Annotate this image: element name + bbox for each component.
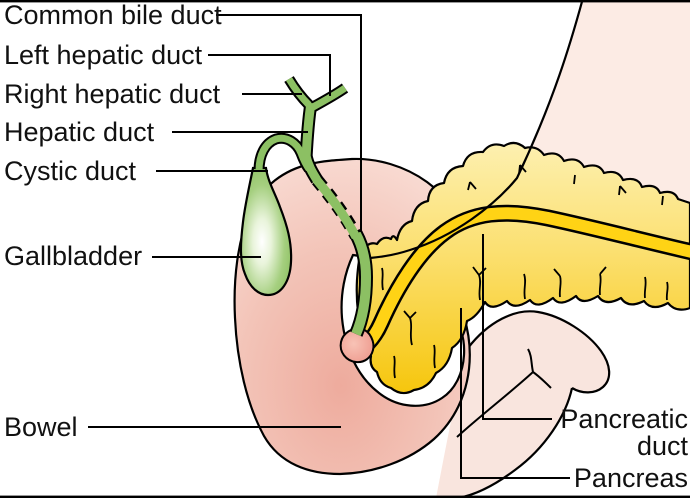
top-border <box>0 0 690 3</box>
labels: Common bile duct Left hepatic duct Right… <box>4 0 688 493</box>
jejunum-crease-line <box>456 348 552 438</box>
label-cystic-duct: Cystic duct <box>4 156 137 186</box>
label-pancreatic-duct-line1: Pancreatic <box>560 404 688 434</box>
bile-duct-green-fills <box>255 77 372 337</box>
pancreatic-duct-pointer <box>482 234 552 420</box>
pancreas-organ <box>355 141 690 395</box>
label-pancreas: Pancreas <box>574 463 688 493</box>
pancreas-pointer <box>460 308 570 479</box>
label-left-hepatic-duct: Left hepatic duct <box>4 40 203 70</box>
bottom-border <box>0 495 690 498</box>
label-pancreatic-duct-line2: duct <box>637 431 689 461</box>
common-bile-duct-lower <box>351 231 372 337</box>
body-outline-curve <box>369 0 584 260</box>
gallbladder-shape <box>239 166 293 297</box>
label-gallbladder: Gallbladder <box>4 241 142 271</box>
left-hepatic-duct <box>311 85 348 111</box>
jejunum-outline <box>457 310 611 498</box>
label-right-hepatic-duct: Right hepatic duct <box>4 79 221 109</box>
papilla-shape <box>339 327 375 364</box>
pancreatic-duct-shape <box>362 207 690 349</box>
label-common-bile-duct: Common bile duct <box>4 0 222 30</box>
left-hepatic-duct-pointer <box>208 54 331 96</box>
jejunum-fill <box>436 311 610 498</box>
cystic-duct <box>255 134 312 172</box>
common-bile-duct-pointer <box>216 14 362 232</box>
common-bile-duct-behind-bowel <box>312 176 360 240</box>
hepatic-duct <box>301 102 316 159</box>
pointer-lines <box>88 14 570 479</box>
jejunum-loop <box>436 310 611 498</box>
label-hepatic-duct: Hepatic duct <box>4 117 155 147</box>
label-bowel: Bowel <box>4 412 78 442</box>
